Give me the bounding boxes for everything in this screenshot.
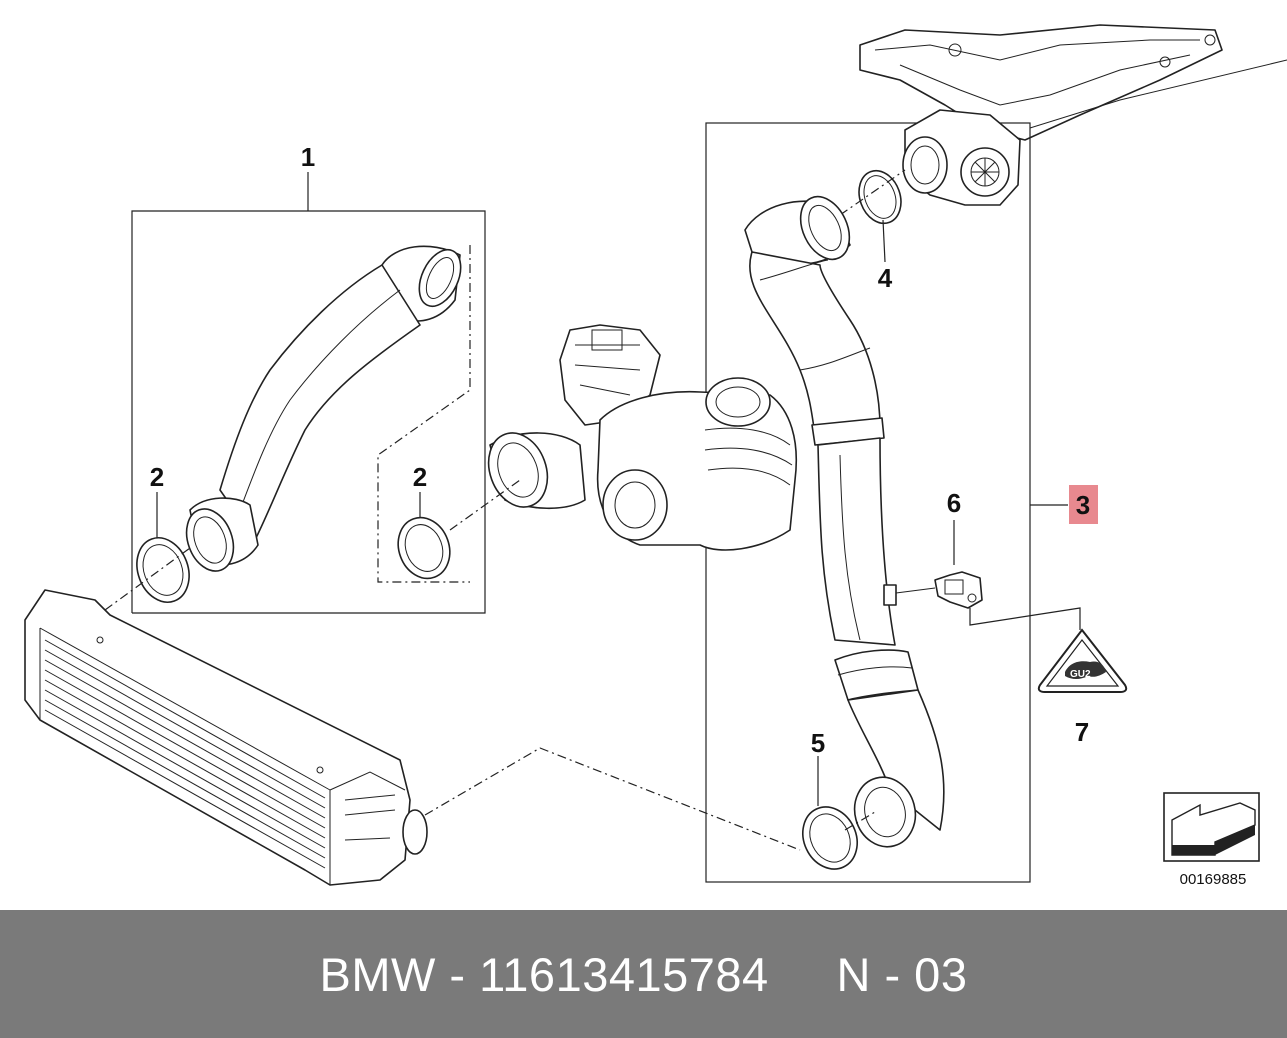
callout-7: 7 <box>1075 717 1089 747</box>
throttle-housing <box>902 109 1021 206</box>
turbocharger <box>449 324 798 551</box>
seal-ring-2-left <box>104 492 191 611</box>
charge-air-hose-1 <box>185 245 462 572</box>
parts-diagram: GU2 <box>24 24 1287 888</box>
intercooler-fins <box>44 639 326 869</box>
callout-1: 1 <box>301 142 315 172</box>
pressure-sensor-6 <box>895 520 983 609</box>
intercooler <box>24 589 428 886</box>
callout-2-left: 2 <box>150 462 164 492</box>
callout-3: 3 <box>1076 490 1090 520</box>
callout-4: 4 <box>878 263 893 293</box>
group-box-part-1 <box>131 172 486 614</box>
charge-air-hose-3 <box>744 195 945 848</box>
intake-manifold <box>859 24 1287 141</box>
footer-banner: BMW - 11613415784 N - 03 <box>0 910 1287 1038</box>
seal-ring-4 <box>839 169 906 263</box>
direction-arrow-symbol <box>1163 792 1260 862</box>
leader-6-7 <box>969 607 1081 630</box>
callout-6: 6 <box>947 488 961 518</box>
part-number-caption: BMW - 11613415784 N - 03 <box>319 947 968 1001</box>
warning-label-7: GU2 <box>1037 628 1128 693</box>
diagram-id: 00169885 <box>1180 871 1247 888</box>
svg-text:GU2: GU2 <box>1070 669 1091 680</box>
seal-ring-2-right <box>397 492 451 580</box>
callout-5: 5 <box>811 728 825 758</box>
leader-intercooler-seal-5 <box>424 747 801 851</box>
callout-3-highlighted: 3 <box>1069 485 1098 524</box>
seal-ring-5 <box>802 756 876 870</box>
callout-2-right: 2 <box>413 462 427 492</box>
